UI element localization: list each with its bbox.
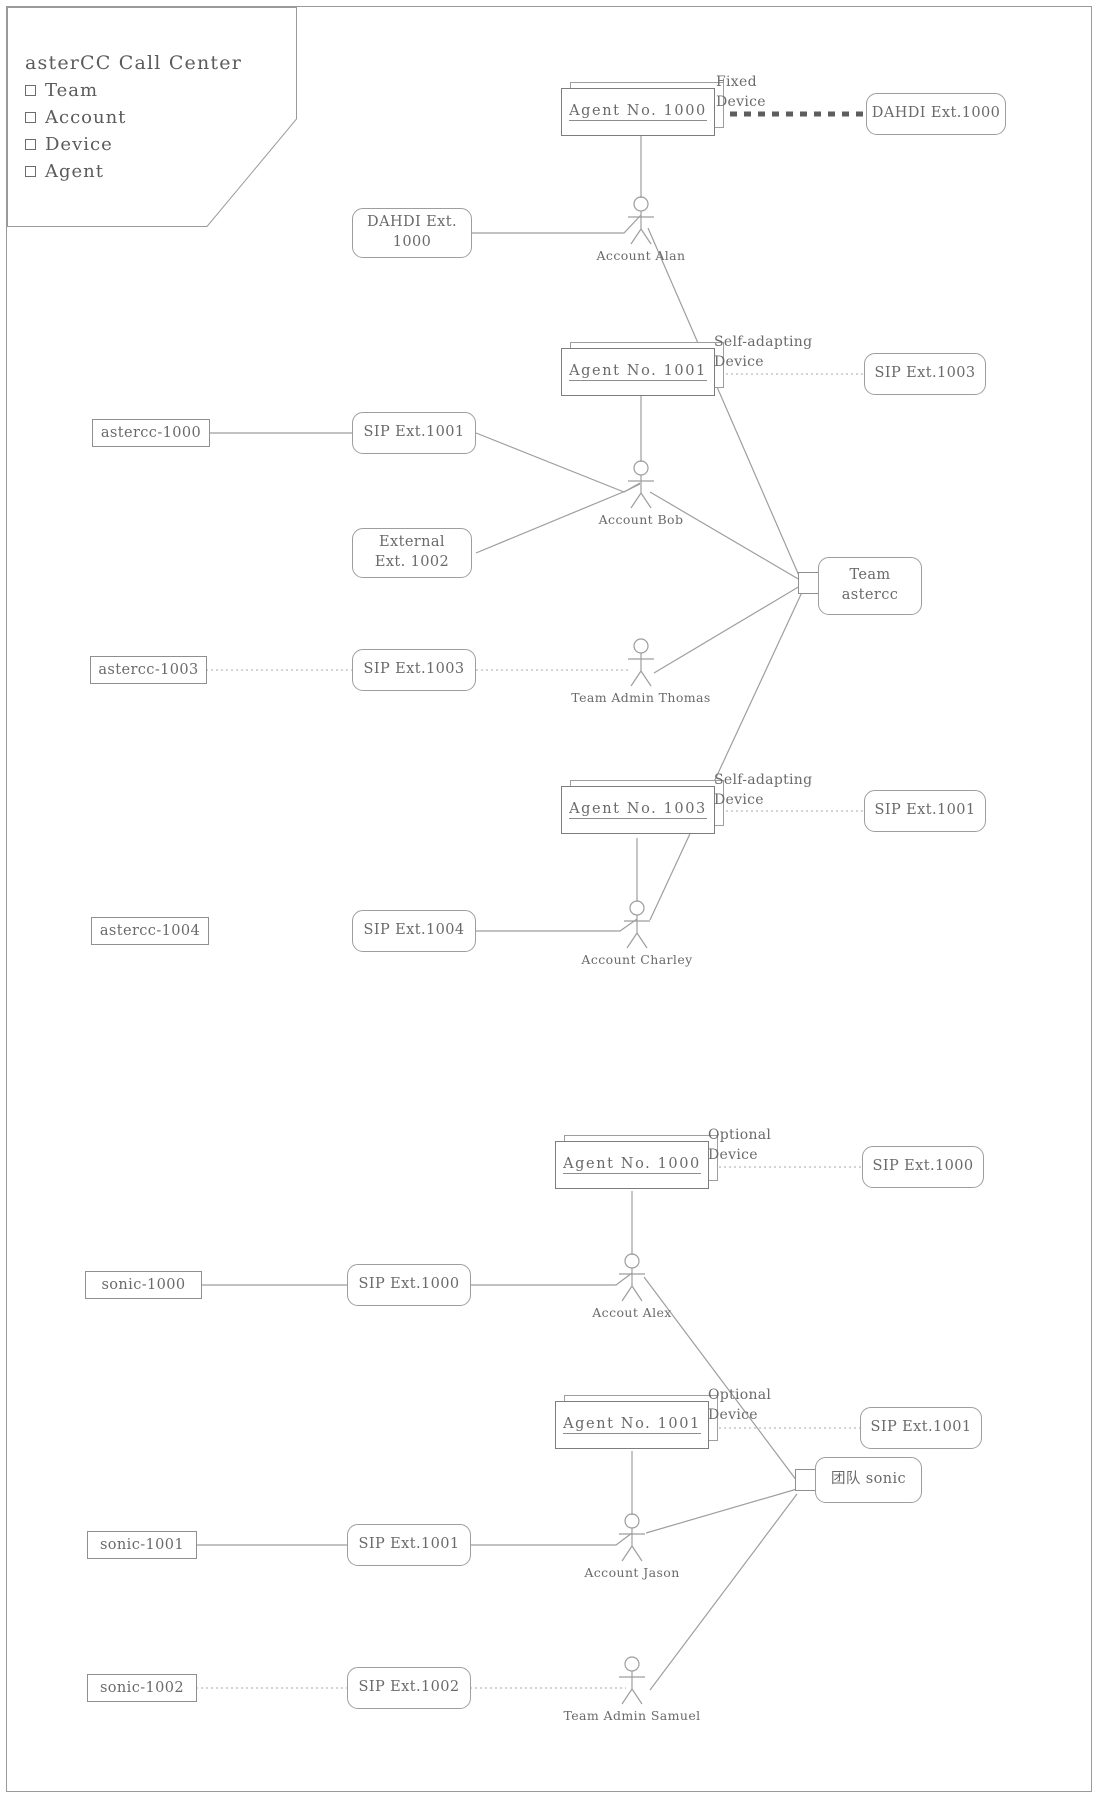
team-label-box: Team astercc	[818, 557, 922, 615]
account-box-astercc-1000[interactable]: astercc-1000	[92, 419, 210, 447]
account-box-astercc-1004[interactable]: astercc-1004	[91, 917, 209, 945]
actor-account-jason[interactable]: Account Jason	[584, 1513, 679, 1583]
component-body: Agent No. 1001	[555, 1401, 709, 1449]
actor-label: Account Bob	[598, 512, 684, 527]
device-sip-ext-1003-thomas[interactable]: SIP Ext.1003	[352, 649, 476, 691]
agent-label: Agent No. 1001	[569, 363, 707, 381]
team-node-sonic[interactable]: 团队 sonic	[795, 1457, 925, 1513]
actor-team-admin-thomas[interactable]: Team Admin Thomas	[571, 638, 710, 708]
agent-component-1000-astercc[interactable]: Agent No. 1000	[561, 82, 731, 136]
agent-label: Agent No. 1001	[563, 1416, 701, 1434]
agent-component-1001-sonic[interactable]: Agent No. 1001	[555, 1395, 725, 1449]
component-body: Agent No. 1000	[555, 1141, 709, 1189]
device-sip-ext-1003-right[interactable]: SIP Ext.1003	[864, 353, 986, 395]
device-sip-ext-1001-sonic-right[interactable]: SIP Ext.1001	[860, 1407, 982, 1449]
actor-team-admin-samuel[interactable]: Team Admin Samuel	[563, 1656, 700, 1726]
actor-label: Account Charley	[581, 952, 693, 967]
team-node-astercc[interactable]: Team astercc	[798, 557, 928, 617]
device-dahdi-ext-1000-left[interactable]: DAHDI Ext. 1000	[352, 208, 472, 258]
agent-label: Agent No. 1000	[563, 1156, 701, 1174]
device-sip-ext-1001-bob[interactable]: SIP Ext.1001	[352, 412, 476, 454]
device-sip-ext-1000-alex[interactable]: SIP Ext.1000	[347, 1264, 471, 1306]
device-external-ext-1002[interactable]: External Ext. 1002	[352, 528, 472, 578]
account-box-sonic-1001[interactable]: sonic-1001	[87, 1531, 197, 1559]
actor-account-bob[interactable]: Account Bob	[599, 460, 683, 530]
actor-account-charley[interactable]: Account Charley	[581, 900, 692, 970]
agent-component-1003-astercc[interactable]: Agent No. 1003	[561, 780, 731, 834]
account-box-sonic-1002[interactable]: sonic-1002	[87, 1674, 197, 1702]
agent-label: Agent No. 1000	[569, 103, 707, 121]
device-kind-label-selfadapting-1: Self-adapting Device	[714, 334, 813, 371]
actor-label: Team Admin Samuel	[563, 1708, 701, 1723]
device-sip-ext-1001-right[interactable]: SIP Ext.1001	[864, 790, 986, 832]
device-kind-label-optional-1: Optional Device	[708, 1127, 772, 1164]
team-label-box: 团队 sonic	[815, 1457, 922, 1503]
device-kind-label-optional-2: Optional Device	[708, 1387, 772, 1424]
actor-label: Account Alan	[596, 248, 686, 263]
device-sip-ext-1004[interactable]: SIP Ext.1004	[352, 910, 476, 952]
device-sip-ext-1002-samuel[interactable]: SIP Ext.1002	[347, 1667, 471, 1709]
diagram-frame	[6, 6, 1092, 1792]
device-sip-ext-1001-jason[interactable]: SIP Ext.1001	[347, 1524, 471, 1566]
agent-label: Agent No. 1003	[569, 801, 707, 819]
actor-label: Team Admin Thomas	[571, 690, 711, 705]
device-dahdi-ext-1000-right[interactable]: DAHDI Ext.1000	[866, 93, 1006, 135]
component-body: Agent No. 1003	[561, 786, 715, 834]
device-sip-ext-1000-right[interactable]: SIP Ext.1000	[862, 1146, 984, 1188]
actor-account-alan[interactable]: Account Alan	[597, 196, 685, 266]
device-kind-label-fixed: Fixed Device	[716, 74, 766, 111]
actor-label: Account Jason	[584, 1565, 680, 1580]
device-kind-label-selfadapting-2: Self-adapting Device	[714, 772, 813, 809]
component-body: Agent No. 1000	[561, 88, 715, 136]
agent-component-1001-astercc[interactable]: Agent No. 1001	[561, 342, 731, 396]
component-body: Agent No. 1001	[561, 348, 715, 396]
agent-component-1000-sonic[interactable]: Agent No. 1000	[555, 1135, 725, 1189]
account-box-sonic-1000[interactable]: sonic-1000	[85, 1271, 202, 1299]
account-box-astercc-1003[interactable]: astercc-1003	[90, 656, 207, 684]
actor-label: Accout Alex	[592, 1305, 672, 1320]
title-note: asterCC Call Center Team Account Device …	[7, 7, 297, 227]
actor-accout-alex[interactable]: Accout Alex	[592, 1253, 671, 1323]
